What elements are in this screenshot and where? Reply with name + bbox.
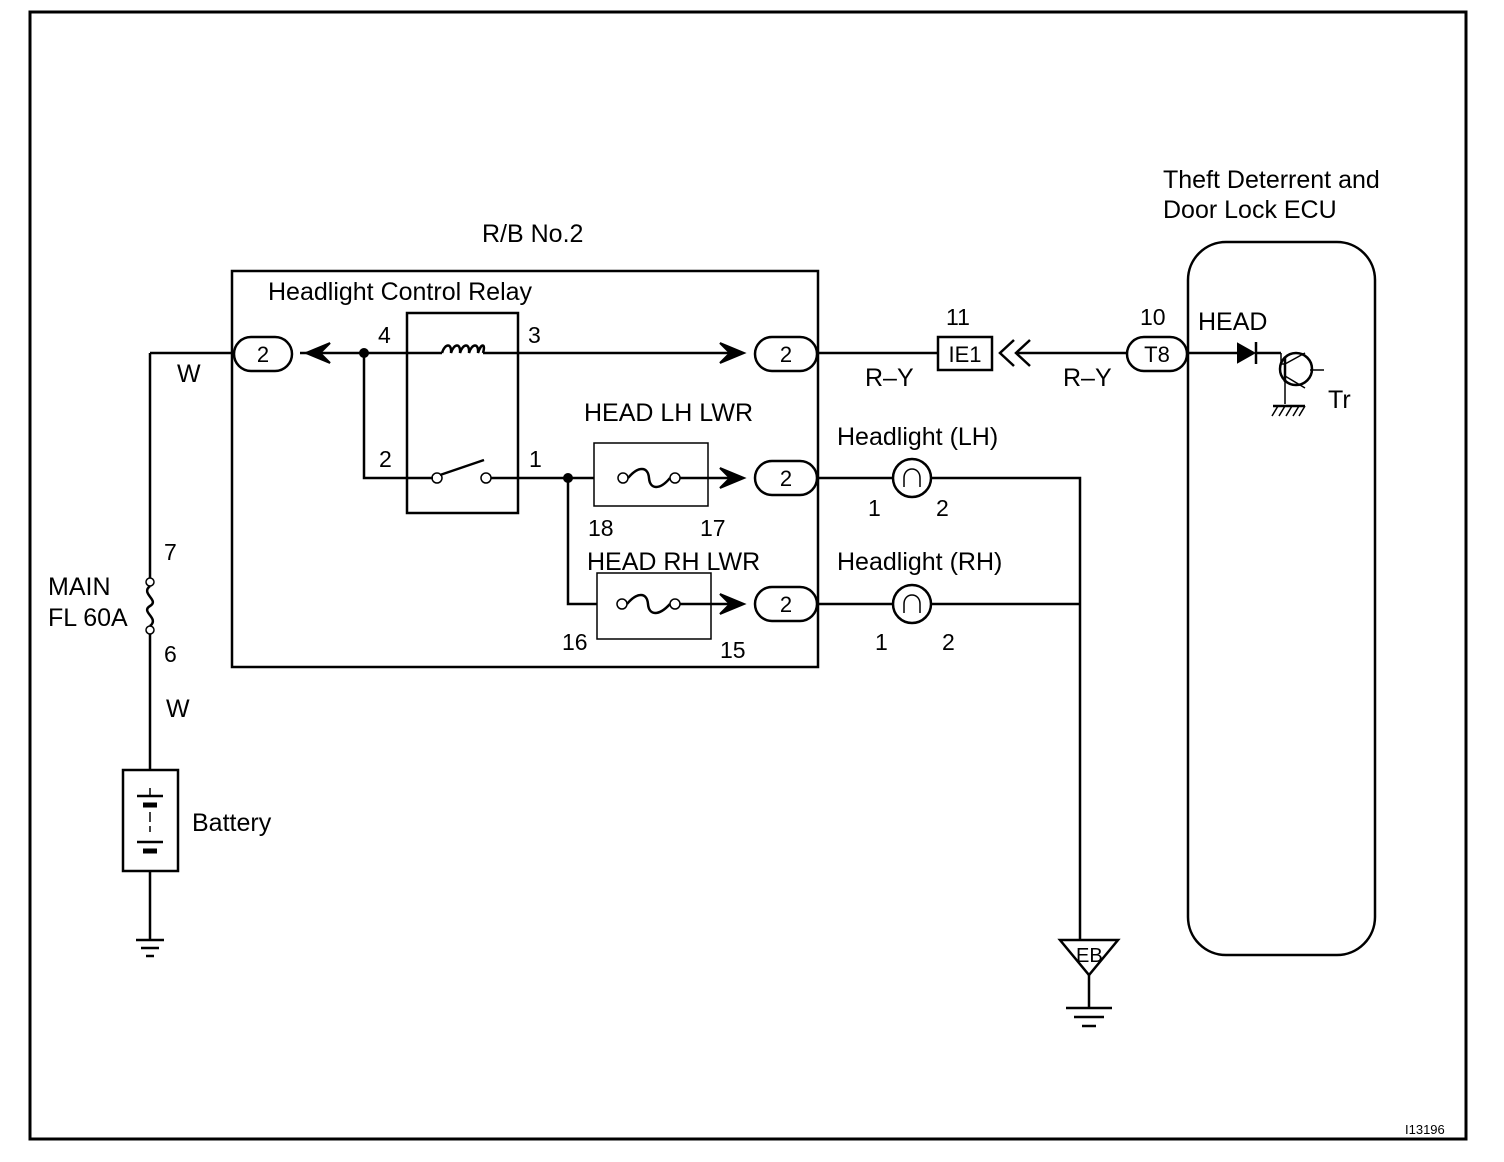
label-head: HEAD [1198,308,1267,336]
connector-rh-arrow-icon [719,593,747,615]
label-ecu-1: Theft Deterrent and [1163,166,1380,194]
wire-w-top: W [177,360,201,388]
connector-ie1-label: IE1 [948,342,981,367]
headlight-lh-bulb-icon [891,457,933,499]
label-battery: Battery [192,809,272,837]
connector-t8-label: T8 [1144,342,1170,367]
wire-ry-left: R–Y [865,364,914,392]
connector-left [232,335,294,373]
wire-ry-right: R–Y [1063,364,1112,392]
fuse-head-lh-lwr-box [593,442,709,507]
figure-id: I13196 [1405,1122,1445,1137]
ground-eb-icon [1057,938,1121,1028]
pin-relay-3: 3 [528,322,541,348]
relay-box [405,311,520,515]
pin-fuse-lh-17: 17 [700,515,726,541]
label-head-rh-lwr: HEAD RH LWR [587,548,760,576]
connector-top-label: 2 [780,342,792,367]
label-main: MAIN [48,573,111,601]
connector-rh-label: 2 [780,592,792,617]
pin-relay-1: 1 [529,446,542,472]
ecu-ground-icon [1271,404,1306,417]
battery-symbol [121,768,180,873]
transistor-icon [1278,351,1324,404]
label-fl60a: FL 60A [48,604,128,632]
pin-relay-2: 2 [379,446,392,472]
connector-ie1 [936,335,994,372]
battery-ground-icon [136,938,164,958]
label-rb: R/B No.2 [482,220,583,248]
pin-lh-2: 2 [936,495,949,521]
pin-relay-4: 4 [378,322,391,348]
relay-switch-icon [431,458,492,484]
pin-rh-1: 1 [875,629,888,655]
pin-rh-2: 2 [942,629,955,655]
fuse-rh-icon [616,593,681,615]
pin-t8-10: 10 [1140,304,1166,330]
pin-fuse-6: 6 [164,641,177,667]
main-fusible-link [145,577,155,635]
pin-fuse-7: 7 [164,539,177,565]
connector-top-arrow-icon [719,342,747,364]
label-eb: EB [1076,945,1103,967]
label-relay: Headlight Control Relay [268,278,533,306]
pin-lh-1: 1 [868,495,881,521]
supply-wire [148,351,235,940]
pin-fuse-rh-16: 16 [562,629,588,655]
relay-coil-icon [440,344,486,354]
relay-block-box [230,269,820,669]
pin-fuse-lh-18: 18 [588,515,614,541]
label-head-lh-lwr: HEAD LH LWR [584,399,753,427]
pin-ie1-11: 11 [946,304,970,330]
label-tr: Tr [1328,386,1351,414]
connector-lh-arrow-icon [719,467,747,489]
headlight-rh-bulb-icon [891,583,933,625]
fuse-head-rh-lwr-box [596,572,712,640]
diode-icon [1237,342,1258,364]
fuse-lh-icon [617,467,681,489]
connector-left-label: 2 [257,342,269,367]
wire-w-bottom: W [166,695,190,723]
diagram-frame [28,10,1468,1141]
label-headlight-rh: Headlight (RH) [837,548,1002,576]
label-ecu-2: Door Lock ECU [1163,196,1337,224]
connector-lh-label: 2 [780,466,792,491]
label-headlight-lh: Headlight (LH) [837,423,998,451]
ecu-box [1186,240,1377,957]
pin-fuse-rh-15: 15 [720,637,746,663]
